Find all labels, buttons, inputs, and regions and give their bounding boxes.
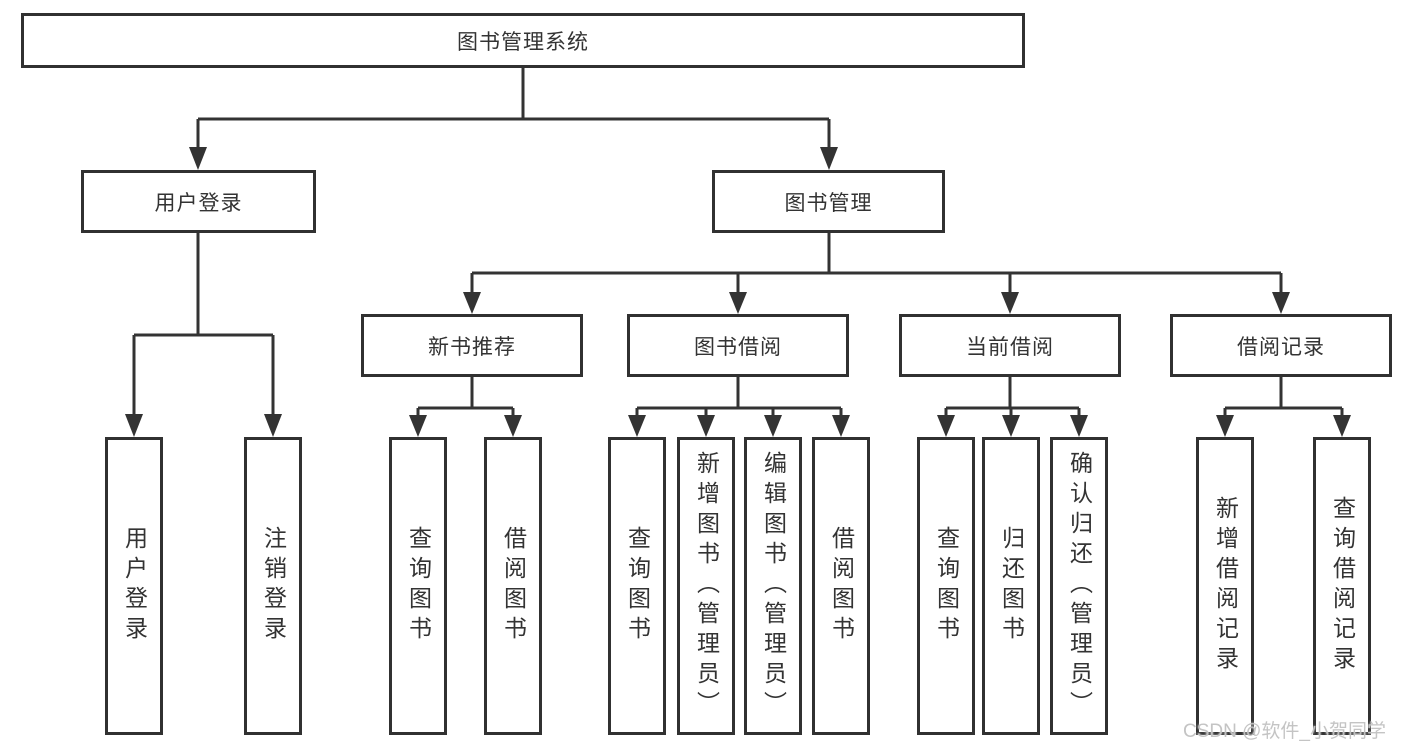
leaf-borrow-book-recommend: 借阅图书 xyxy=(484,437,542,735)
csdn-watermark: CSDN @软件_小贺同学 xyxy=(1183,721,1386,742)
leaf-query-book-borrow: 查询图书 xyxy=(608,437,666,735)
leaf-label: 借阅图书 xyxy=(828,526,855,646)
node-new-book-recommend: 新书推荐 xyxy=(361,314,583,377)
leaf-return-book: 归还图书 xyxy=(982,437,1040,735)
leaf-label: 查询图书 xyxy=(933,526,960,646)
node-label: 图书借阅 xyxy=(694,335,782,359)
leaf-query-book-current: 查询图书 xyxy=(917,437,975,735)
node-current-borrow: 当前借阅 xyxy=(899,314,1121,377)
leaf-label: 注销登录 xyxy=(260,526,287,646)
leaf-label: 借阅图书 xyxy=(500,526,527,646)
leaf-label: 查询图书 xyxy=(624,526,651,646)
node-label: 新书推荐 xyxy=(428,335,516,359)
node-label: 图书管理系统 xyxy=(457,30,589,54)
leaf-confirm-return-admin: 确认归还（管理员） xyxy=(1050,437,1108,735)
leaf-label: 新增图书（管理员） xyxy=(693,451,720,721)
node-label: 借阅记录 xyxy=(1237,335,1325,359)
node-label: 图书管理 xyxy=(784,191,873,215)
node-book-management: 图书管理 xyxy=(712,170,945,233)
leaf-user-login: 用户登录 xyxy=(105,437,163,735)
node-label: 当前借阅 xyxy=(966,335,1054,359)
leaf-add-borrow-record: 新增借阅记录 xyxy=(1196,437,1254,735)
leaf-label: 新增借阅记录 xyxy=(1212,496,1239,676)
leaf-query-borrow-record: 查询借阅记录 xyxy=(1313,437,1371,735)
leaf-label: 用户登录 xyxy=(121,526,148,646)
leaf-edit-book-admin: 编辑图书（管理员） xyxy=(744,437,802,735)
arrowheads xyxy=(125,147,1351,437)
leaf-label: 编辑图书（管理员） xyxy=(760,451,787,721)
leaf-query-book-recommend: 查询图书 xyxy=(389,437,447,735)
node-label: 用户登录 xyxy=(154,191,243,215)
leaf-label: 归还图书 xyxy=(998,526,1025,646)
leaf-label: 确认归还（管理员） xyxy=(1066,451,1093,721)
leaf-label: 查询借阅记录 xyxy=(1329,496,1356,676)
node-user-login: 用户登录 xyxy=(81,170,316,233)
leaf-label: 查询图书 xyxy=(405,526,432,646)
node-book-borrow: 图书借阅 xyxy=(627,314,849,377)
node-borrow-records: 借阅记录 xyxy=(1170,314,1392,377)
node-library-management-system: 图书管理系统 xyxy=(21,13,1025,68)
leaf-logout-login: 注销登录 xyxy=(244,437,302,735)
leaf-add-book-admin: 新增图书（管理员） xyxy=(677,437,735,735)
leaf-borrow-book: 借阅图书 xyxy=(812,437,870,735)
